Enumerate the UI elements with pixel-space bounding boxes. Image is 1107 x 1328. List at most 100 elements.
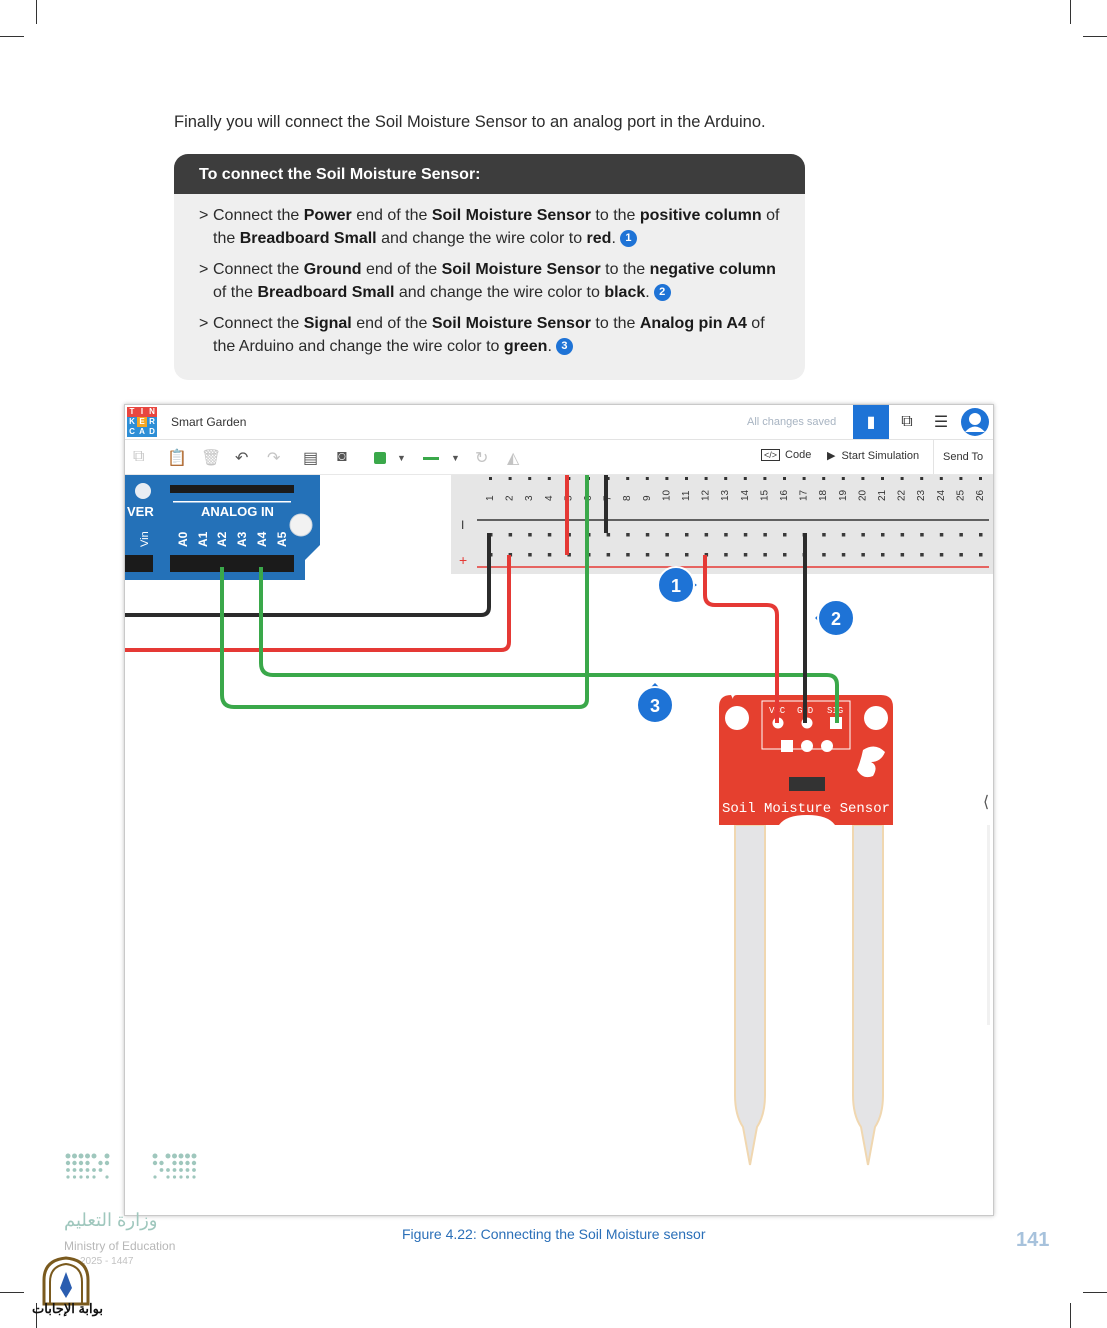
rotate-icon[interactable]: ↻ <box>475 450 489 467</box>
project-title[interactable]: Smart Garden <box>171 415 247 429</box>
step-text: of the <box>213 207 780 247</box>
sensor-label: Soil Moisture Sensor <box>722 801 890 817</box>
callout-number: 3 <box>650 696 660 716</box>
arduino-gnd-wire <box>125 533 491 617</box>
ministry-logo-dots <box>65 1153 197 1179</box>
logo-dot <box>172 1175 177 1179</box>
fill-color-swatch[interactable] <box>374 452 386 464</box>
arduino-board: VER ANALOG IN Vin A0 A1 A2 A3 A4 A5 <box>125 475 320 580</box>
breadboard-column-number: 14 <box>740 489 751 501</box>
step-text: Connect the <box>213 207 304 224</box>
step-bold: Analog pin A4 <box>639 315 747 332</box>
intro-paragraph: Finally you will connect the Soil Moistu… <box>174 113 766 131</box>
breadboard-hole <box>861 477 865 480</box>
breadboard-hole <box>881 477 884 480</box>
breadboard-hole <box>626 533 630 537</box>
toolbar: ⧉ 📋 🗑 ↶ ↷ ▤ ◙ ▼ ▼ ↻ ◭ </>Code ▶Start Sim… <box>125 440 993 475</box>
code-button[interactable]: </>Code <box>761 449 811 461</box>
logo-dot <box>91 1153 97 1159</box>
breadboard-hole <box>724 533 728 537</box>
step-text: of the Arduino and change the wire color… <box>213 315 765 355</box>
schematic-view-button[interactable]: ⧉ <box>901 413 913 430</box>
component-list-button[interactable]: ☰ <box>933 414 949 431</box>
instruction-box: To connect the Soil Moisture Sensor: > C… <box>174 154 805 380</box>
send-to-button[interactable]: Send To <box>933 440 993 474</box>
logo-letter: I <box>137 407 147 417</box>
scrollbar[interactable] <box>987 825 990 1025</box>
breadboard-hole <box>528 477 532 480</box>
breadboard-hole <box>979 553 983 557</box>
wire-style-swatch[interactable] <box>423 457 439 460</box>
breadboard-body <box>451 474 993 574</box>
step-number-badge: 3 <box>555 338 573 355</box>
delete-icon[interactable]: 🗑 <box>201 450 222 467</box>
chevron-down-icon[interactable]: ▼ <box>451 453 460 463</box>
pin-label-a2: A2 <box>215 531 229 547</box>
breadboard-hole <box>567 553 571 557</box>
header-line <box>173 501 291 503</box>
gate-logo-text: بوابة الإجابات <box>32 1301 103 1316</box>
logo-dot <box>172 1160 177 1166</box>
power-label: VER <box>127 504 154 519</box>
step-text: to the <box>590 315 640 332</box>
sensor-mount-hole <box>864 706 888 730</box>
breadboard-hole <box>665 533 669 537</box>
breadboard-hole <box>841 533 846 537</box>
header-socket <box>125 555 153 572</box>
step-bold: Power <box>303 207 352 224</box>
step-text: Connect the <box>213 261 304 278</box>
breadboard-column-number: 25 <box>955 489 966 501</box>
breadboard-hole <box>547 477 551 480</box>
breadboard-hole <box>939 553 944 557</box>
redo-icon[interactable]: ↷ <box>267 450 281 467</box>
breadboard-hole <box>685 553 689 557</box>
breadboard-column-number: 26 <box>975 489 986 501</box>
callout-badge <box>657 566 695 604</box>
breadboard-hole <box>743 533 748 537</box>
step-text: . <box>611 230 616 247</box>
user-avatar[interactable] <box>957 405 993 439</box>
start-simulation-button[interactable]: ▶Start Simulation <box>827 449 919 462</box>
tinkercad-screenshot: VER ANALOG IN Vin A0 A1 A2 A3 A4 A5 I + … <box>124 404 994 1216</box>
logo-dot <box>78 1160 84 1166</box>
breadboard-hole <box>881 553 885 557</box>
comment-icon[interactable]: ◙ <box>337 448 347 465</box>
logo-letter: R <box>147 417 157 427</box>
copy-icon[interactable]: ⧉ <box>133 448 145 465</box>
step-bold: Soil Moisture Sensor <box>431 315 591 332</box>
breadboard-hole <box>802 477 806 480</box>
paste-icon[interactable]: 📋 <box>167 450 187 467</box>
sensor-chip <box>789 777 825 791</box>
notes-icon[interactable]: ▤ <box>303 450 319 467</box>
step-text: Connect the <box>213 315 304 332</box>
logo-dot <box>72 1160 77 1166</box>
breadboard-hole <box>743 553 748 557</box>
logo-letter: E <box>137 417 147 427</box>
logo-dot <box>85 1175 90 1179</box>
logo-dot <box>98 1168 103 1172</box>
panel-collapse-icon[interactable]: ⟨ <box>983 794 989 811</box>
logo-dot <box>65 1153 71 1159</box>
breadboard-hole <box>645 477 649 480</box>
sensor-mount-hole <box>725 706 749 730</box>
logo-dot <box>104 1160 110 1166</box>
breadboard-hole <box>567 533 571 537</box>
step-text: to the <box>590 207 640 224</box>
breadboard-hole <box>763 477 767 480</box>
breadboard-hole <box>979 477 982 480</box>
step-text: end of the <box>351 207 432 224</box>
logo-dot <box>72 1168 77 1172</box>
logo-dot <box>179 1168 183 1172</box>
instruction-box-title: To connect the Soil Moisture Sensor: <box>174 154 805 194</box>
circuit-view-button[interactable]: ▮ <box>853 405 889 439</box>
flip-icon[interactable]: ◭ <box>507 450 520 467</box>
step-text: and change the wire color to <box>376 230 587 247</box>
logo-dot <box>178 1160 184 1166</box>
logo-letter: C <box>127 427 137 437</box>
step-bold: black <box>604 284 646 301</box>
chevron-down-icon[interactable]: ▼ <box>397 453 406 463</box>
breadboard-hole <box>822 533 826 537</box>
undo-icon[interactable]: ↶ <box>235 450 249 467</box>
breadboard-column-number: 3 <box>524 495 535 501</box>
